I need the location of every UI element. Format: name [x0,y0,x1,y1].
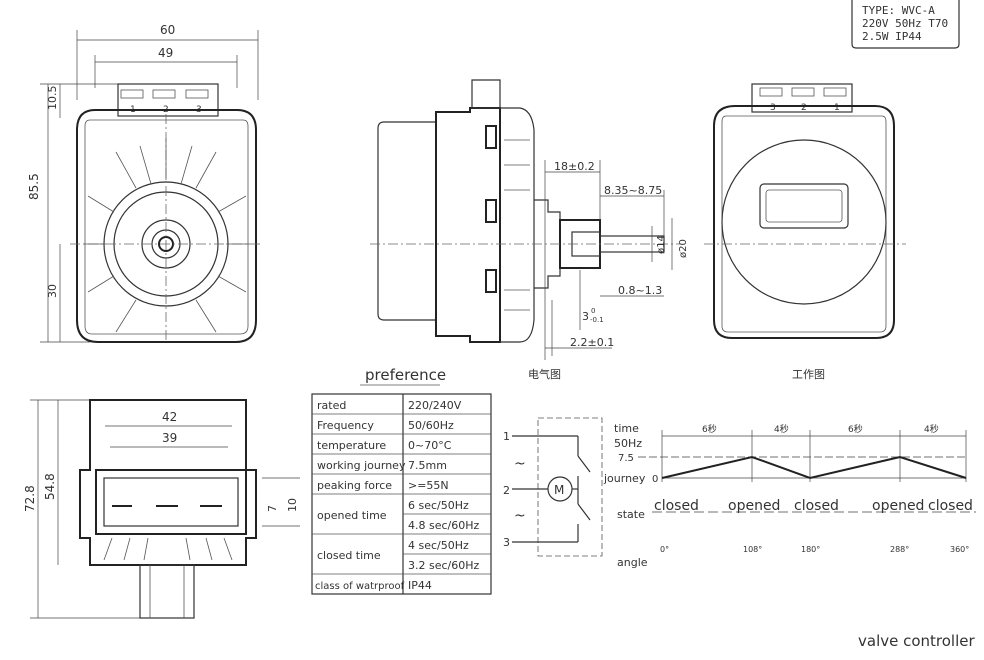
angle-288: 288° [890,545,909,554]
dim-85-5: 85.5 [27,173,41,200]
spec-value-journey: 7.5mm [408,459,447,472]
spec-table: rated 220/240V Frequency 50/60Hz tempera… [311,393,492,595]
angle-180: 180° [801,545,820,554]
circuit-diagram: 1 2 3 M ~ ~ [503,417,603,557]
spec-label-closed: closed time [317,549,381,562]
timing-angle-label: angle [617,556,648,569]
type-label-box: TYPE: WVC-A 220V 50Hz T70 2.5W IP44 [851,0,960,49]
circuit-terminal-3: 3 [503,536,510,549]
dim-3: 3 [582,310,589,323]
timing-diagram: time 50Hz 6秒 4秒 6秒 4秒 7.5 journey 0 stat… [603,422,976,569]
dim-10: 10 [286,498,299,512]
timing-y-top: 7.5 [618,453,634,464]
spec-value-opened-60: 4.8 sec/60Hz [408,519,480,532]
timing-time-label: time [614,422,639,435]
dim-49: 49 [158,46,173,60]
side-view: 18±0.2 8.35~8.75 ø14 ø20 0.8~1.3 3 0 -0.… [370,79,689,360]
type-line-2: 220V 50Hz T70 [862,17,948,30]
spec-value-rated: 220/240V [408,399,462,412]
electrical-caption: 电气图 [528,367,561,381]
spec-value-temperature: 0~70°C [408,439,452,452]
state-closed-2: closed [794,498,839,514]
dim-0-8: 0.8~1.3 [618,284,662,297]
dim-10-5: 10.5 [46,86,59,111]
spec-label-force: peaking force [317,479,392,492]
spec-label-rated: rated [317,399,346,412]
dim-60: 60 [160,23,175,37]
spec-value-closed-60: 3.2 sec/60Hz [408,559,480,572]
dim-20: ø20 [678,239,689,258]
timing-duration-1: 6秒 [702,423,717,435]
preference-caption: preference [365,366,446,384]
type-line-3: 2.5W IP44 [862,30,922,43]
back-terminal-1: 1 [834,103,840,113]
spec-value-opened-50: 6 sec/50Hz [408,499,469,512]
state-opened-1: opened [728,498,780,514]
timing-y-zero: 0 [652,474,658,485]
working-caption: 工作图 [792,368,825,381]
motor-symbol: M [554,483,564,497]
state-closed-1: closed [654,498,699,514]
dim-7: 7 [266,505,279,512]
angle-360: 360° [950,545,969,554]
dim-8-35: 8.35~8.75 [604,184,662,197]
wave-symbol-1: ~ [514,456,526,472]
state-closed-3: closed [928,498,973,514]
dim-18: 18±0.2 [554,160,595,173]
back-terminal-3: 3 [770,103,776,113]
spec-value-frequency: 50/60Hz [408,419,454,432]
product-caption: valve controller [858,632,976,650]
timing-state-label: state [617,508,645,521]
spec-label-frequency: Frequency [317,419,374,432]
angle-0: 0° [660,545,669,554]
type-line-1: TYPE: WVC-A [862,4,935,17]
spec-label-opened: opened time [317,509,387,522]
spec-label-temperature: temperature [317,439,386,452]
timing-freq-label: 50Hz [614,437,642,450]
angle-108: 108° [743,545,762,554]
state-opened-2: opened [872,498,924,514]
spec-value-closed-50: 4 sec/50Hz [408,539,469,552]
back-view: 3 2 1 [704,83,906,339]
timing-journey-label: journey [603,472,646,485]
spec-value-waterproof: IP44 [408,579,432,592]
dim-3-tol: 0 [591,307,595,315]
dim-2-2: 2.2±0.1 [570,336,614,349]
back-terminal-2: 2 [801,103,807,113]
dim-30: 30 [46,284,59,298]
spec-label-journey: working journey [317,459,406,472]
dim-72-8: 72.8 [23,485,37,512]
circuit-terminal-2: 2 [503,484,510,497]
dim-54-8: 54.8 [43,473,57,500]
front-view: 60 49 10.5 85.5 30 1 2 3 [27,23,262,343]
spec-value-force: >=55N [408,479,449,492]
wave-symbol-2: ~ [514,508,526,524]
dim-42: 42 [162,410,177,424]
spec-label-waterproof: class of watrproof [315,581,405,592]
timing-duration-4: 4秒 [924,423,939,435]
dim-39: 39 [162,431,177,445]
circuit-terminal-1: 1 [503,430,510,443]
dim-3-tol2: -0.1 [590,316,604,324]
dim-14: ø14 [656,235,667,254]
bottom-view: 72.8 54.8 42 39 7 10 [23,399,300,619]
timing-duration-3: 6秒 [848,423,863,435]
timing-duration-2: 4秒 [774,423,789,435]
